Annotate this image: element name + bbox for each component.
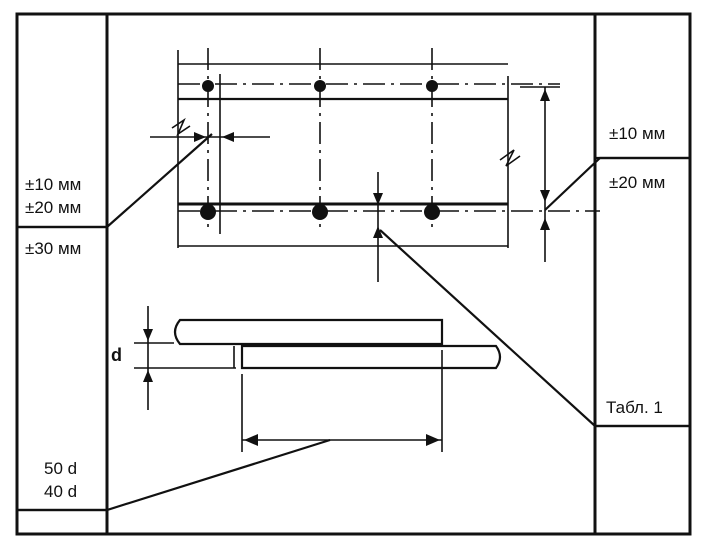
mesh-plan-view — [150, 48, 600, 282]
left-tolerance-20: ±20 мм — [25, 198, 81, 217]
leader-lines — [17, 133, 690, 512]
right-tolerance-10: ±10 мм — [609, 124, 665, 143]
right-tolerance-20: ±20 мм — [609, 173, 665, 192]
left-length-40d: 40 d — [44, 482, 77, 501]
outer-frame — [15, 12, 692, 536]
left-length-50d: 50 d — [44, 459, 77, 478]
lap-splice-diagram: d — [111, 306, 502, 452]
diameter-label: d — [111, 345, 122, 365]
left-tolerance-10: ±10 мм — [25, 175, 81, 194]
left-tolerance-30: ±30 мм — [25, 239, 81, 258]
table-reference: Табл. 1 — [606, 398, 663, 417]
